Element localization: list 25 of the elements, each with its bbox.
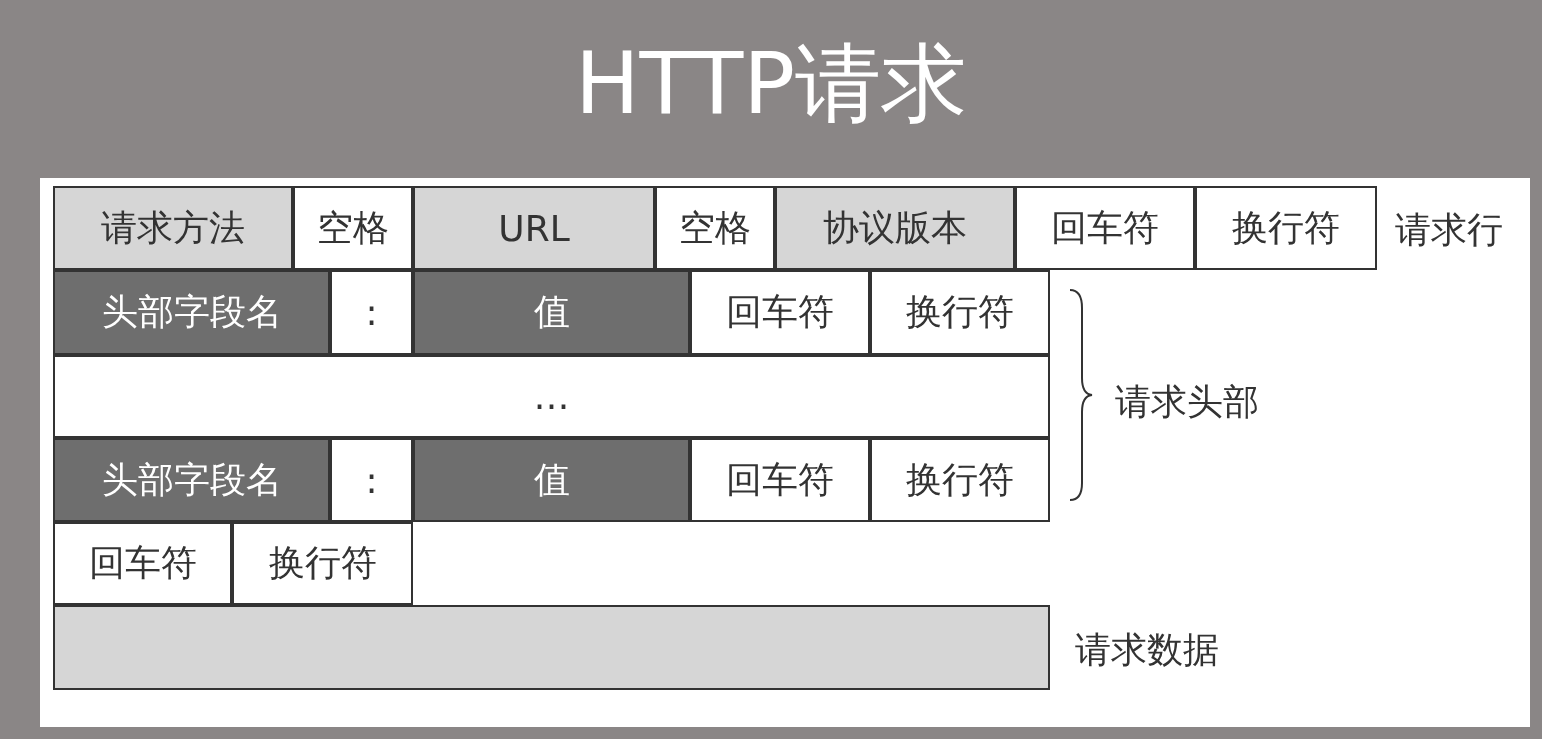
field-cell: 请求方法: [53, 186, 293, 270]
field-cell: 回车符: [53, 522, 232, 605]
field-cell: 协议版本: [775, 186, 1015, 270]
field-cell: 换行符: [870, 270, 1050, 355]
field-cell: 值: [413, 438, 690, 522]
section-label: 请求行: [1395, 208, 1503, 252]
data-bar: [53, 605, 1050, 690]
title: HTTP请求: [573, 32, 969, 135]
field-cell: 回车符: [690, 438, 870, 522]
field-cell: :: [330, 270, 413, 355]
field-cell: 空格: [655, 186, 775, 270]
field-cell: 换行符: [870, 438, 1050, 522]
section-label: 请求数据: [1075, 628, 1219, 672]
field-cell: 换行符: [232, 522, 413, 605]
field-cell: 空格: [293, 186, 413, 270]
field-cell: …: [53, 355, 1050, 438]
field-cell: URL: [413, 186, 655, 270]
field-cell: 值: [413, 270, 690, 355]
field-cell: 回车符: [1015, 186, 1195, 270]
section-label: 请求头部: [1115, 380, 1259, 424]
field-cell: 回车符: [690, 270, 870, 355]
field-cell: 头部字段名: [53, 438, 330, 522]
field-cell: :: [330, 438, 413, 522]
field-cell: 头部字段名: [53, 270, 330, 355]
field-cell: 换行符: [1195, 186, 1377, 270]
